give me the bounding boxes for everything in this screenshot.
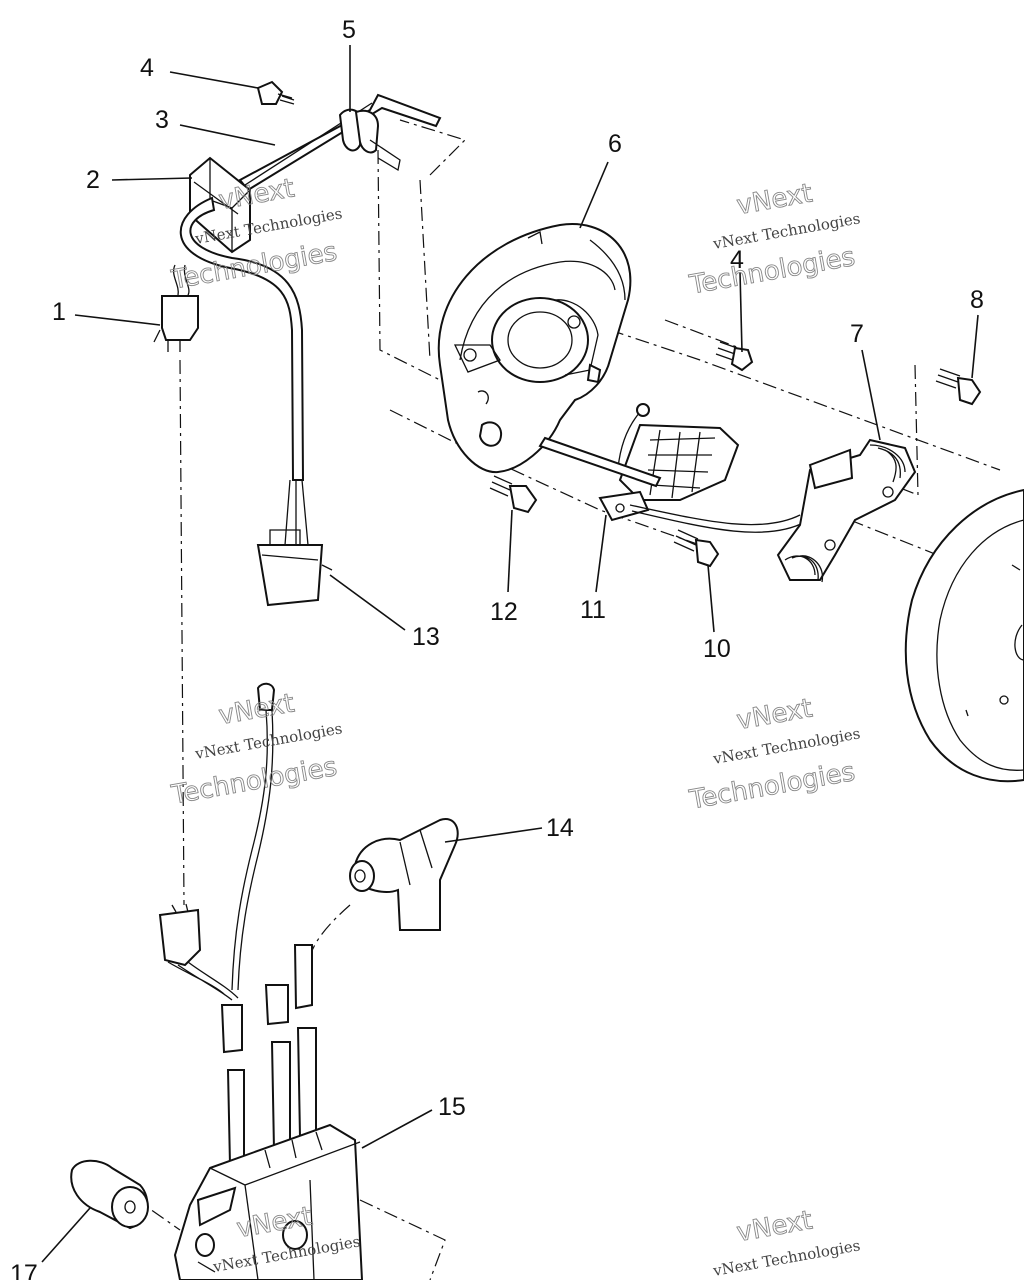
callout-7: 7 [850,320,864,348]
flywheel [904,488,1024,783]
watermark-top-right: vNext vNext Technologies Technologies [686,178,861,301]
watermark-mid-left: vNext vNext Technologies Technologies [168,688,343,811]
screw-4-top [256,80,295,105]
connector-1 [153,264,199,352]
callout-3: 3 [155,106,169,134]
screw-12 [489,475,538,514]
callout-8: 8 [970,286,984,314]
callout-4-top: 4 [140,54,154,82]
callout-2: 2 [86,166,100,194]
watermark-bottom-right: vNext vNext Technologies [711,1205,862,1280]
watermark-overlay: vNext [217,688,297,731]
callout-14: 14 [546,814,574,842]
callout-10: 10 [703,635,731,663]
ignition-coil [173,944,364,1280]
callout-12: 12 [490,598,518,626]
pulse-coil [538,403,740,522]
watermark-text: vNext Technologies [711,1236,862,1280]
watermark-overlay: vNext [735,693,815,736]
callout-11: 11 [580,596,606,624]
callout-15: 15 [438,1093,466,1121]
screw-8 [935,368,982,406]
coil-wire [629,504,806,533]
callout-6: 6 [608,130,622,158]
lower-connector [158,682,276,1054]
watermark-outline: Technologies [169,752,340,811]
leader-lines [41,45,979,1263]
screw-10 [673,529,720,568]
watermark-overlay: vNext [735,178,815,221]
callout-4-right: 4 [730,246,744,274]
watermark-overlay: vNext [735,1205,815,1248]
callout-17: 17 [10,1260,38,1280]
screw-4-right [715,341,754,372]
watermark-mid-right: vNext vNext Technologies Technologies [686,693,861,816]
wiring-harness [238,93,442,192]
watermark-outline: Technologies [687,242,858,301]
callouts: 1 2 3 4 5 6 4 8 7 12 11 10 13 14 15 17 [10,16,984,1280]
spark-plug-cap [349,818,459,931]
watermark-outline: Technologies [687,757,858,816]
callout-5: 5 [342,16,356,44]
callout-13: 13 [412,623,440,651]
regulator-cable [179,196,333,607]
stator-plate [437,223,632,474]
charging-coil [776,438,917,583]
callout-1: 1 [52,298,66,326]
plug-cap-17 [70,1159,149,1230]
